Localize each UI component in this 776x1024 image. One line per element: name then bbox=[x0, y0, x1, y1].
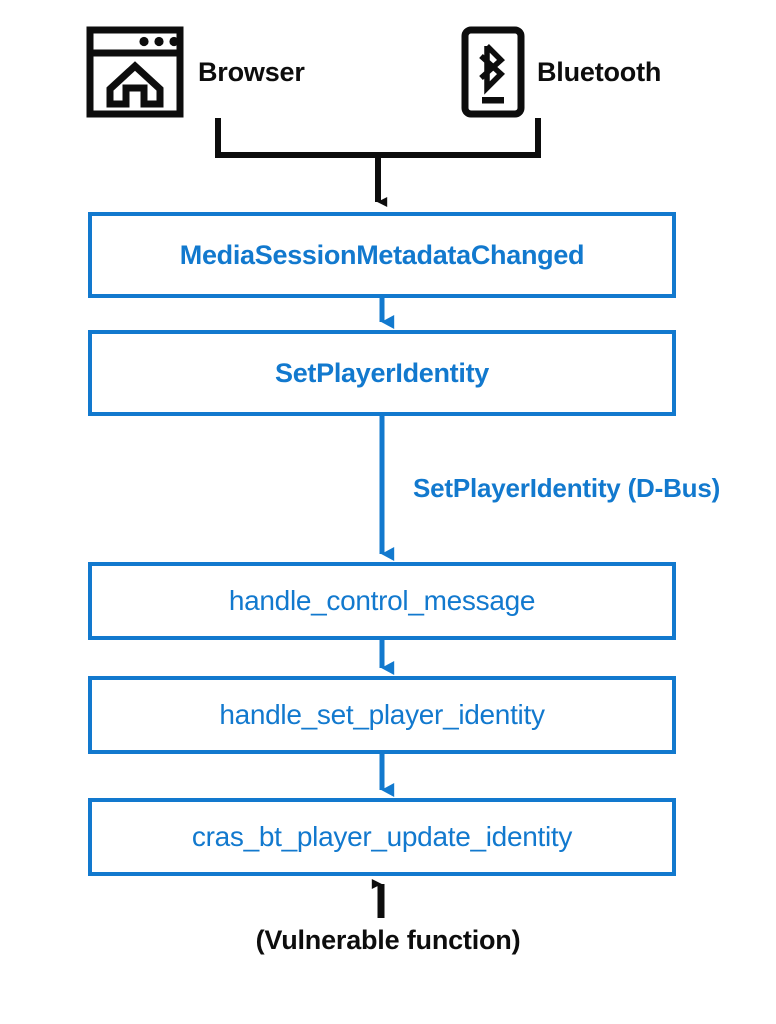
process-box-label: cras_bt_player_update_identity bbox=[191, 821, 573, 852]
browser-window-home-icon bbox=[86, 26, 184, 118]
process-box-set-player-identity[interactable]: SetPlayerIdentity bbox=[88, 330, 676, 416]
source-label-bluetooth: Bluetooth bbox=[537, 57, 662, 87]
bluetooth-device-icon bbox=[461, 26, 525, 118]
process-box-handle-control-message[interactable]: handle_control_message bbox=[88, 562, 676, 640]
browser-source-icon-group bbox=[86, 26, 184, 123]
annotation-vulnerable-function: (Vulnerable function) bbox=[255, 925, 521, 955]
process-box-handle-set-player-identity[interactable]: handle_set_player_identity bbox=[88, 676, 676, 754]
source-merge-connector bbox=[215, 118, 541, 207]
process-box-media-session-metadata-changed[interactable]: MediaSessionMetadataChanged bbox=[88, 212, 676, 298]
process-box-label: MediaSessionMetadataChanged bbox=[179, 239, 585, 270]
bluetooth-source-icon-group bbox=[461, 26, 525, 123]
process-box-cras-bt-player-update-identity[interactable]: cras_bt_player_update_identity bbox=[88, 798, 676, 876]
process-box-label: SetPlayerIdentity bbox=[275, 357, 489, 388]
edge-label-dbus: SetPlayerIdentity (D-Bus) bbox=[413, 473, 721, 503]
process-box-label: handle_set_player_identity bbox=[219, 699, 545, 730]
process-box-label: handle_control_message bbox=[228, 585, 536, 616]
source-label-browser: Browser bbox=[198, 57, 305, 87]
